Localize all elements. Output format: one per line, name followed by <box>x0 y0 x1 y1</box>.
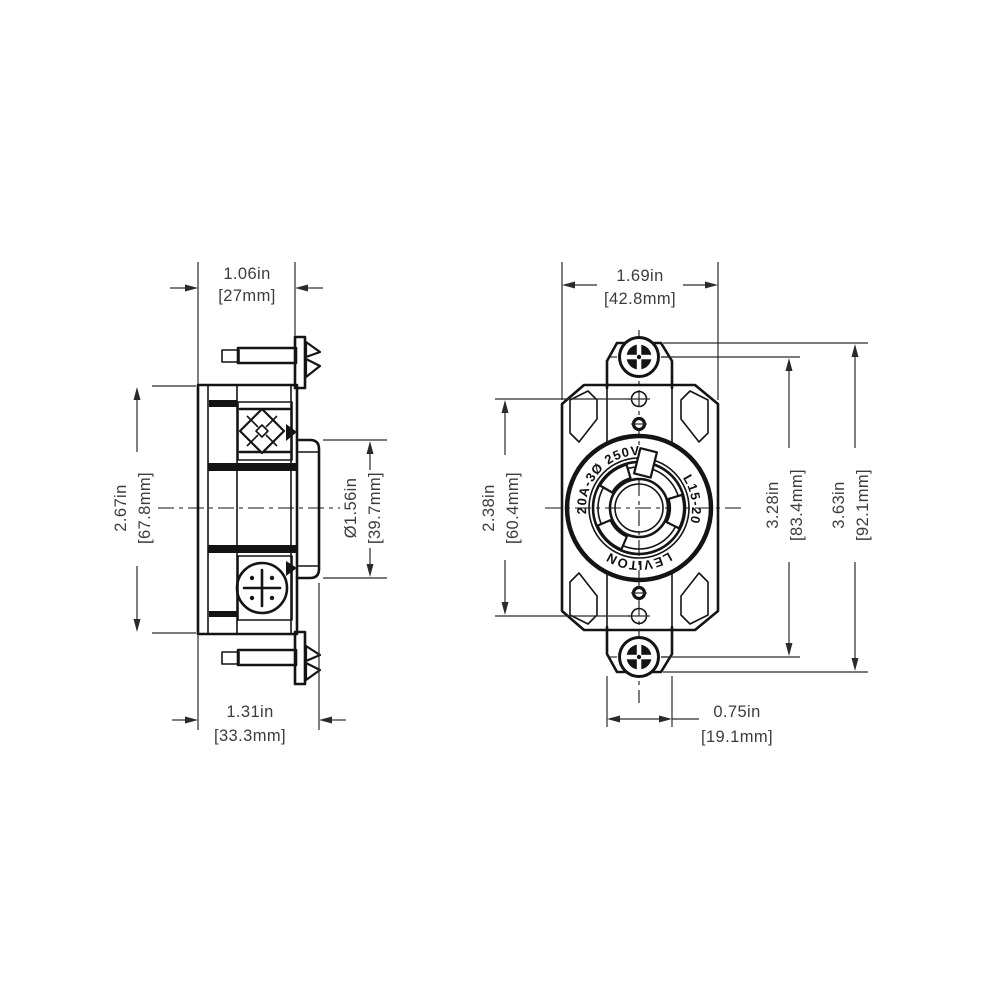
front-alignment-holes <box>628 390 650 625</box>
dim-side-overall-depth-in: 1.31in <box>226 703 273 721</box>
dim-side-body-height-mm: [67.8mm] <box>136 472 154 544</box>
mounting-screw-front-top <box>610 336 668 378</box>
dim-front-hole-spacing-in: 2.38in <box>480 484 498 531</box>
dim-front-overall-height-mm: [92.1mm] <box>854 469 872 541</box>
blade-slot-upper-left <box>598 463 632 494</box>
front-body <box>560 383 720 632</box>
blade-slot-lower-left <box>596 519 628 551</box>
mounting-screw-side-top <box>221 340 322 379</box>
dim-front-overall-height-in: 3.63in <box>830 481 848 528</box>
dim-front-screw-spacing-in: 3.28in <box>764 481 782 528</box>
dim-side-body-height: 2.67in [67.8mm] <box>112 385 196 634</box>
dim-side-overall-depth-mm: [33.3mm] <box>214 727 286 745</box>
keyway-notch <box>633 447 659 479</box>
dim-front-body-width: 1.69in [42.8mm] <box>561 262 719 400</box>
dim-front-body-width-mm: [42.8mm] <box>604 290 676 308</box>
dim-front-strap-width: 0.75in [19.1mm] <box>606 676 773 746</box>
side-body <box>196 383 299 636</box>
front-corner-cutouts <box>569 390 709 625</box>
dim-side-body-height-in: 2.67in <box>112 484 130 531</box>
dim-side-hub-diameter-in: Ø1.56in <box>342 478 360 539</box>
dim-front-strap-width-mm: [19.1mm] <box>701 728 773 746</box>
dim-front-body-width-in: 1.69in <box>616 267 663 285</box>
dim-front-hole-spacing-mm: [60.4mm] <box>504 472 522 544</box>
dim-front-strap-width-in: 0.75in <box>713 703 760 721</box>
dim-side-hub-diameter-mm: [39.7mm] <box>366 472 384 544</box>
dim-side-hub-diameter: Ø1.56in [39.7mm] <box>323 439 387 579</box>
mounting-screw-side-bottom <box>221 644 322 682</box>
terminal-screw-top <box>237 401 293 461</box>
front-view: 20A-3Ø 250V L15-20 LEVITON <box>480 262 872 746</box>
dim-side-body-depth-in: 1.06in <box>223 265 270 283</box>
side-face-hub <box>295 438 321 580</box>
dim-front-overall-height: 3.63in [92.1mm] <box>663 342 872 673</box>
dim-front-screw-spacing: 3.28in [83.4mm] <box>661 356 806 658</box>
mounting-screw-front-bottom <box>610 636 668 678</box>
dim-front-hole-spacing: 2.38in [60.4mm] <box>480 398 630 617</box>
terminal-screw-bottom <box>235 555 293 621</box>
dim-front-screw-spacing-mm: [83.4mm] <box>788 469 806 541</box>
dim-side-overall-depth: 1.31in [33.3mm] <box>172 583 346 745</box>
dim-side-body-depth: 1.06in [27mm] <box>170 262 323 384</box>
dim-side-body-depth-mm: [27mm] <box>218 287 275 305</box>
face-marking-brand: LEVITON <box>603 549 674 573</box>
blade-slot-right <box>665 493 686 530</box>
side-view: 1.06in [27mm] 2.67in [67.8mm] Ø1.56in [3… <box>112 262 387 745</box>
